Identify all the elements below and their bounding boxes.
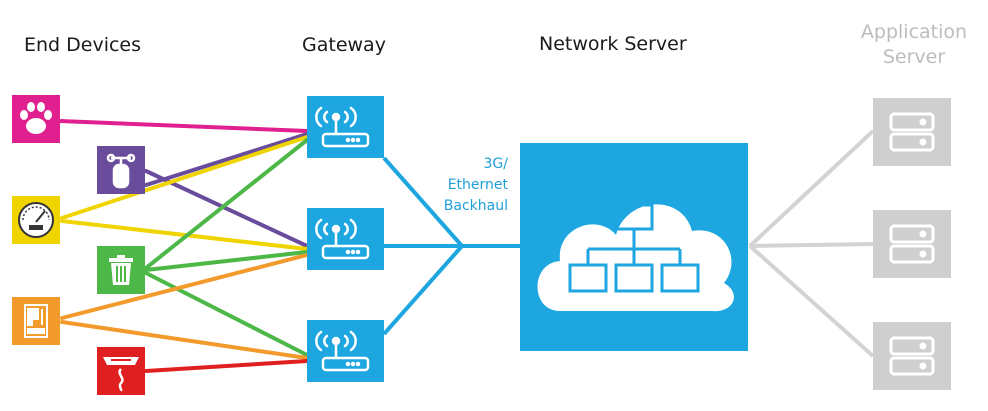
backhaul-label-line3: Backhaul <box>443 198 508 214</box>
backhaul-label-line2: Ethernet <box>447 177 508 193</box>
gateway-2 <box>307 208 384 270</box>
meter <box>12 196 60 244</box>
smoke-alarm <box>97 347 145 395</box>
end-devices-title: End Devices <box>24 34 142 56</box>
link-gas-gw2 <box>144 169 309 248</box>
backhaul-label-line1: 3G/ <box>483 156 508 172</box>
paw-icon <box>20 102 52 134</box>
network-server <box>520 143 748 351</box>
gateway-3 <box>307 320 384 382</box>
application-server-title: Application Server <box>852 20 976 70</box>
smoke-detector-icon <box>103 357 139 392</box>
waste-bin <box>97 246 145 294</box>
wireless-gateway-icon <box>315 106 370 148</box>
link-bin-gw2 <box>144 250 309 272</box>
link-smoke-gw3 <box>144 359 309 373</box>
backhaul-links <box>382 156 520 336</box>
link-bin-gw3 <box>144 271 309 357</box>
link-vending-gw3 <box>60 320 309 360</box>
application-server-1 <box>873 98 951 166</box>
wireless-gateway-icon <box>315 218 370 260</box>
link-ns-as2 <box>749 242 874 248</box>
server-icon <box>889 112 935 152</box>
trash-bin-icon <box>109 255 133 285</box>
link-gw1-hub <box>382 156 464 248</box>
link-gas-gw1 <box>144 132 309 187</box>
device-links <box>58 119 309 373</box>
pet-tracker <box>12 95 60 143</box>
gateway-title: Gateway <box>302 34 386 56</box>
link-gw3-hub <box>382 244 464 336</box>
vending-machine-icon <box>24 304 48 338</box>
backhaul-label: 3G/ Ethernet Backhaul <box>424 154 508 217</box>
app-server-links <box>748 129 875 358</box>
gas-cylinder-icon <box>106 153 136 189</box>
application-server-title-line1: Application <box>860 21 968 43</box>
link-meter-gw1 <box>60 135 309 220</box>
server-icon <box>889 224 935 264</box>
link-vending-gw2 <box>60 253 309 320</box>
link-ns-as3 <box>748 244 875 358</box>
server-icon <box>889 336 935 376</box>
link-bin-gw1 <box>144 138 309 270</box>
gauge-meter-icon <box>18 202 54 238</box>
application-server-2 <box>873 210 951 278</box>
wireless-gateway-icon <box>315 330 370 372</box>
gas-sensor <box>97 146 145 194</box>
vending-machine <box>12 297 60 345</box>
application-server-title-line2: Server <box>882 46 946 68</box>
gateway-1 <box>307 96 384 158</box>
cloud-network-icon <box>537 203 734 312</box>
application-server-3 <box>873 322 951 390</box>
link-ns-as1 <box>748 129 875 248</box>
link-pet-gw1 <box>58 119 309 133</box>
network-server-title: Network Server <box>539 33 687 55</box>
